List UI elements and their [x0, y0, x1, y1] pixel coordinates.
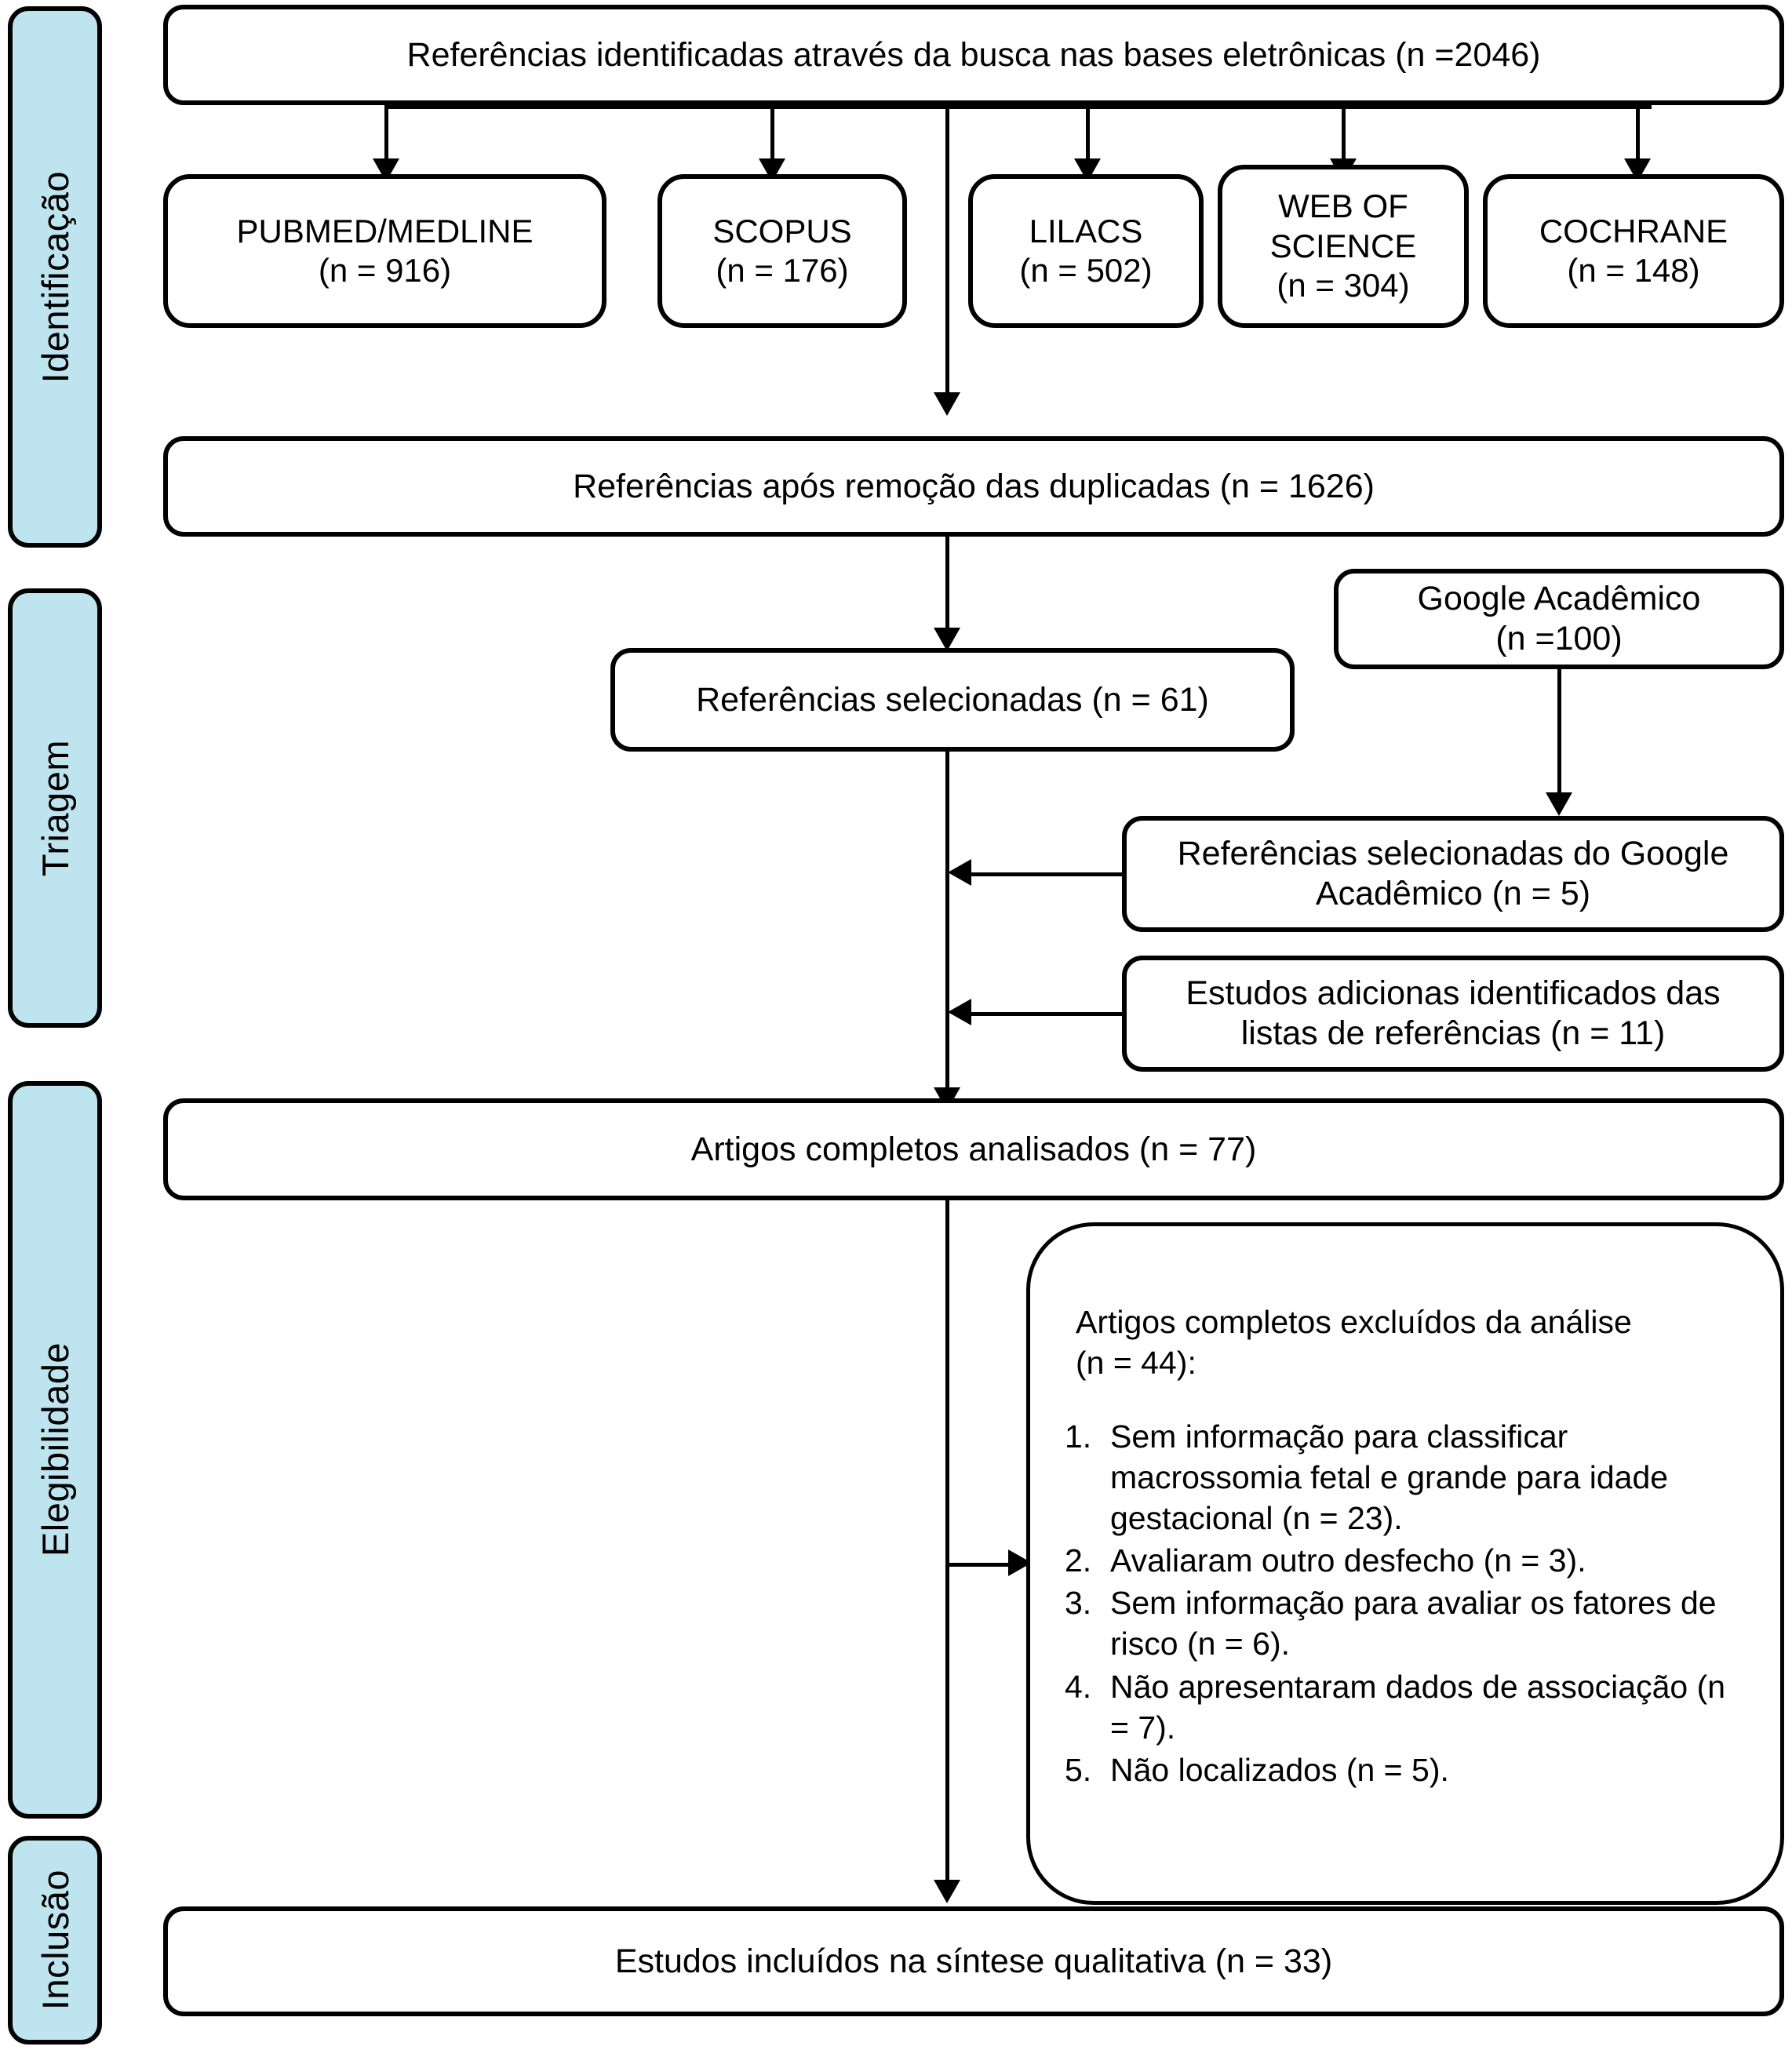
connector-google-selected-to-spine [971, 872, 1124, 876]
database-count-lilacs: (n = 502) [1019, 252, 1153, 289]
excluded-reason-text: Não apresentaram dados de associação (n … [1110, 1668, 1726, 1746]
node-database-scopus: SCOPUS (n = 176) [657, 174, 907, 328]
excluded-reason-number: 1. [1065, 1418, 1092, 1455]
node-studies-included: Estudos incluídos na síntese qualitativa… [163, 1906, 1784, 2016]
database-name-cochrane: COCHRANE [1539, 212, 1728, 249]
connector-identified-to-dedup [945, 105, 949, 403]
connector-to-lilacs [1086, 105, 1090, 169]
database-name-webofscience: WEB OF SCIENCE [1269, 188, 1417, 264]
node-after-duplicates: Referências após remoção das duplicadas … [163, 436, 1784, 537]
connector-to-cochrane [1636, 105, 1640, 169]
stage-pill-elegibilidade: Elegibilidade [8, 1081, 102, 1819]
database-count-scopus: (n = 176) [716, 252, 849, 289]
node-database-cochrane: COCHRANE (n = 148) [1483, 174, 1784, 328]
stage-pill-triagem: Triagem [8, 588, 102, 1028]
stage-label-elegibilidade: Elegibilidade [34, 1342, 76, 1557]
node-records-screened: Referências selecionadas (n = 61) [610, 648, 1295, 752]
node-excluded-articles: Artigos completos excluídos da análise (… [1026, 1222, 1784, 1905]
excluded-reason-item: 2. Avaliaram outro desfecho (n = 3). [1065, 1540, 1749, 1581]
database-count-pubmed: (n = 916) [318, 252, 452, 289]
excluded-reasons-list: 1. Sem informação para classificar macro… [1065, 1416, 1749, 1792]
excluded-reason-number: 2. [1065, 1542, 1092, 1579]
node-database-webofscience: WEB OF SCIENCE (n = 304) [1218, 165, 1469, 328]
records-screened-text: Referências selecionadas (n = 61) [696, 680, 1209, 719]
connector-spine-to-excluded [945, 1563, 1016, 1567]
stage-label-triagem: Triagem [34, 739, 76, 877]
node-google-scholar: Google Acadêmico (n =100) [1334, 569, 1784, 669]
database-count-cochrane: (n = 148) [1567, 252, 1700, 289]
connector-to-pubmed [384, 105, 388, 169]
connector-additional-refs-to-spine [971, 1012, 1124, 1016]
arrowhead-google-to-google-selected [1546, 792, 1572, 816]
excluded-reason-text: Sem informação para classificar macrosso… [1110, 1418, 1669, 1537]
google-selected-line2: Acadêmico (n = 5) [1315, 875, 1591, 912]
connector-google-to-google-selected [1557, 669, 1561, 803]
node-database-pubmed: PUBMED/MEDLINE (n = 916) [163, 174, 606, 328]
excluded-heading: Artigos completos excluídos da análise (… [1076, 1302, 1632, 1383]
excluded-reason-number: 5. [1065, 1751, 1092, 1788]
arrowhead-google-selected-to-spine [948, 859, 971, 886]
excluded-reason-item: 4. Não apresentaram dados de associação … [1065, 1666, 1749, 1748]
node-records-identified: Referências identificadas através da bus… [163, 5, 1784, 105]
connector-screened-to-fulltext [945, 752, 949, 1112]
database-count-webofscience: (n = 304) [1277, 267, 1410, 304]
full-text-assessed-text: Artigos completos analisados (n = 77) [690, 1130, 1257, 1168]
node-full-text-assessed: Artigos completos analisados (n = 77) [163, 1098, 1784, 1200]
database-name-lilacs: LILACS [1029, 212, 1143, 249]
records-identified-text: Referências identificadas através da bus… [406, 35, 1541, 74]
arrowhead-dedup-to-screened [934, 628, 960, 651]
database-name-scopus: SCOPUS [712, 212, 852, 249]
excluded-reason-number: 3. [1065, 1585, 1092, 1622]
google-scholar-line2: (n =100) [1495, 620, 1623, 657]
excluded-reason-text: Avaliaram outro desfecho (n = 3). [1110, 1542, 1586, 1579]
node-google-selected: Referências selecionadas do Google Acadê… [1122, 816, 1784, 932]
connector-distribution-bar [386, 105, 1652, 109]
connector-fulltext-to-included [945, 1200, 949, 1891]
stage-pill-identificacao: Identificação [8, 6, 102, 548]
arrowhead-additional-refs-to-spine [948, 999, 971, 1025]
connector-to-scopus [770, 105, 774, 169]
after-duplicates-text: Referências após remoção das duplicadas … [573, 467, 1375, 505]
excluded-reason-number: 4. [1065, 1668, 1092, 1705]
excluded-reason-text: Não localizados (n = 5). [1110, 1751, 1449, 1788]
stage-label-identificacao: Identificação [34, 170, 76, 384]
stage-label-inclusao: Inclusão [34, 1870, 76, 2011]
google-scholar-line1: Google Acadêmico [1417, 580, 1701, 618]
node-database-lilacs: LILACS (n = 502) [968, 174, 1204, 328]
excluded-heading-line1: Artigos completos excluídos da análise [1076, 1304, 1632, 1340]
excluded-reason-item: 1. Sem informação para classificar macro… [1065, 1416, 1749, 1538]
arrowhead-identified-to-dedup [934, 392, 960, 416]
google-selected-line1: Referências selecionadas do Google [1177, 835, 1729, 873]
excluded-reason-item: 3. Sem informação para avaliar os fatore… [1065, 1582, 1749, 1664]
excluded-heading-line2: (n = 44): [1076, 1345, 1196, 1382]
database-name-pubmed: PUBMED/MEDLINE [236, 212, 534, 249]
excluded-reason-item: 5. Não localizados (n = 5). [1065, 1750, 1749, 1790]
node-additional-from-references: Estudos adicionas identificados das list… [1122, 956, 1784, 1072]
additional-from-references-line2: listas de referências (n = 11) [1240, 1014, 1666, 1052]
connector-to-webofscience [1342, 105, 1346, 169]
connector-dedup-to-screened [945, 537, 949, 637]
arrowhead-fulltext-to-included [934, 1880, 960, 1903]
stage-pill-inclusao: Inclusão [8, 1836, 102, 2045]
excluded-reason-text: Sem informação para avaliar os fatores d… [1110, 1585, 1717, 1662]
studies-included-text: Estudos incluídos na síntese qualitativa… [614, 1942, 1333, 1980]
additional-from-references-line1: Estudos adicionas identificados das [1186, 974, 1721, 1013]
